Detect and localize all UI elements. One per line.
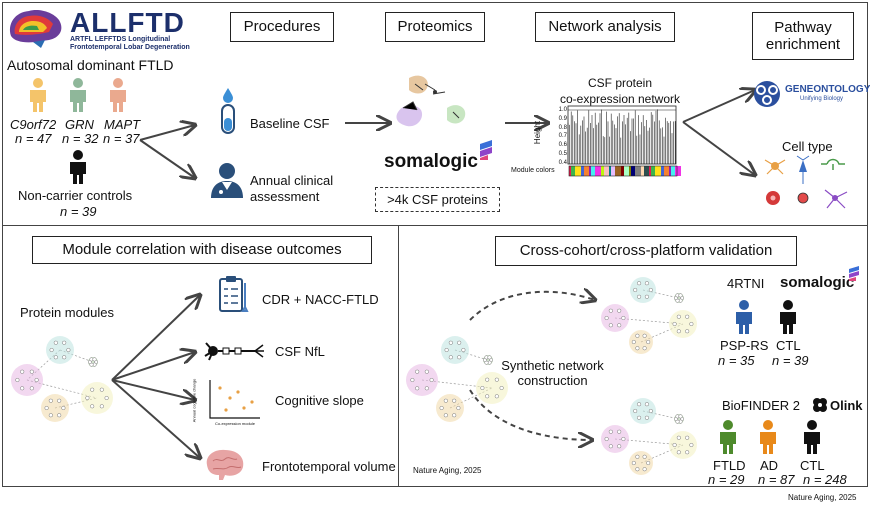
protein-network-graphic <box>406 336 508 422</box>
protein-structures-icon <box>396 75 466 127</box>
group-psp: PSP-RS <box>720 338 769 353</box>
test-tube-icon <box>221 88 235 134</box>
doctor-icon <box>211 163 243 198</box>
annual-2: assessment <box>250 189 320 204</box>
citation-inner: Nature Aging, 2025 <box>413 466 482 475</box>
annual-1: Annual clinical <box>250 173 334 188</box>
y-tick: 0.6 <box>558 142 567 149</box>
synthetic-2: construction <box>517 373 588 388</box>
somalogic-mark-icon <box>849 266 859 281</box>
person-icon <box>110 78 126 112</box>
n-ctl-2: n = 248 <box>803 472 847 487</box>
protein-modules-label: Protein modules <box>20 305 114 320</box>
outcome-cognitive: Cognitive slope <box>275 393 364 408</box>
n-ctl-1: n = 39 <box>772 353 809 368</box>
controls-n: n = 39 <box>60 204 97 219</box>
autosomal-label: Autosomal dominant FTLD <box>7 57 174 73</box>
person-icon <box>30 78 46 112</box>
n-c9orf72: n = 47 <box>15 131 52 146</box>
controls-label: Non-carrier controls <box>18 188 133 203</box>
logo-subtitle-2: Frontotemporal Lobar Degeneration <box>70 44 190 51</box>
person-icon <box>70 150 86 184</box>
n-ftld: n = 29 <box>708 472 745 487</box>
synthetic-1: Synthetic network <box>501 358 604 373</box>
somalogic-logo: somalogic <box>384 151 478 172</box>
citation-outer: Nature Aging, 2025 <box>788 493 857 502</box>
logo-title: ALLFTD <box>70 7 185 38</box>
geneontology-label: GENEONTOLOGY <box>785 84 870 95</box>
network-title-1: CSF protein <box>587 76 653 90</box>
person-icon <box>70 78 86 112</box>
brain-icon <box>206 449 244 480</box>
geneontology-sub: Unifying Biology <box>800 96 844 102</box>
validation-box: Cross-cohort/cross-platform validation <box>495 236 797 266</box>
y-tick: 1.0 <box>558 107 567 113</box>
n-psp: n = 35 <box>718 353 755 368</box>
module-correlation-box: Module correlation with disease outcomes <box>32 236 372 264</box>
n-grn: n = 32 <box>62 131 99 146</box>
outcome-cdr: CDR + NACC-FTLD <box>262 292 379 307</box>
group-ad: AD <box>760 458 779 473</box>
protein-network-graphic <box>601 398 697 475</box>
group-ctl-1: CTL <box>776 338 801 353</box>
height-axis-label: Height <box>533 120 543 145</box>
person-icon <box>720 420 736 454</box>
person-icon <box>760 420 776 454</box>
outcome-volume: Frontotemporal volume <box>262 459 396 474</box>
n-mapt: n = 37 <box>103 131 140 146</box>
gene-ontology-icon <box>754 81 780 107</box>
bottom-right-panel <box>398 225 868 487</box>
y-tick: 0.5 <box>558 150 567 157</box>
gene-c9orf72: C9orf72 <box>10 117 57 132</box>
module-color-bar <box>568 165 681 177</box>
neuron-icon <box>204 342 264 361</box>
y-tick: 0.4 <box>558 159 567 166</box>
pathway-line-1: Pathway <box>774 18 832 36</box>
procedures-box: Procedures <box>230 12 334 42</box>
outcome-nfl: CSF NfL <box>275 344 325 359</box>
gene-grn: GRN <box>65 117 94 132</box>
somalogic-mark-icon <box>480 140 492 160</box>
protein-network-graphic <box>601 277 697 354</box>
network-analysis-box: Network analysis <box>535 12 675 42</box>
clipboard-icon <box>219 276 249 312</box>
module-colors-label: Module colors <box>511 167 555 174</box>
plot-ylabel: Annual cognitive change <box>191 378 197 423</box>
cell-type-label: Cell type <box>782 139 833 154</box>
y-tick-labels: 1.0 0.9 0.8 0.7 0.6 0.5 0.4 <box>553 106 567 168</box>
y-tick: 0.7 <box>558 133 567 140</box>
y-tick: 0.8 <box>558 124 567 131</box>
cohort2-platform: Olink <box>830 398 863 413</box>
olink-icon <box>813 398 827 412</box>
person-icon <box>736 300 752 334</box>
dendrogram <box>567 105 677 165</box>
proteomics-box: Proteomics <box>385 12 485 42</box>
group-ftld: FTLD <box>713 458 746 473</box>
group-ctl-2: CTL <box>800 458 825 473</box>
pathway-box: Pathway enrichment <box>752 12 854 60</box>
proteins-box: >4k CSF proteins <box>375 187 500 212</box>
cohort-biofinder: BioFINDER 2 <box>722 398 801 413</box>
network-title-2: co-expression network <box>559 92 681 106</box>
plot-xlabel: Co-expression module <box>215 421 256 426</box>
scatter-plot-icon <box>209 380 260 419</box>
cohort1-platform: somalogic <box>780 274 855 291</box>
cohort-4rtni: 4RTNI <box>727 276 765 291</box>
person-icon <box>780 300 796 334</box>
person-icon <box>804 420 820 454</box>
brain-logo-icon <box>9 10 62 48</box>
pathway-line-2: enrichment <box>765 36 841 53</box>
baseline-csf: Baseline CSF <box>250 116 330 131</box>
logo-subtitle-1: ARTFL LEFFTDS Longitudinal <box>70 36 171 43</box>
protein-network-graphic <box>11 336 113 422</box>
cell-types-icon <box>764 155 848 209</box>
gene-mapt: MAPT <box>104 117 141 132</box>
y-tick: 0.9 <box>558 115 567 122</box>
n-ad: n = 87 <box>758 472 795 487</box>
